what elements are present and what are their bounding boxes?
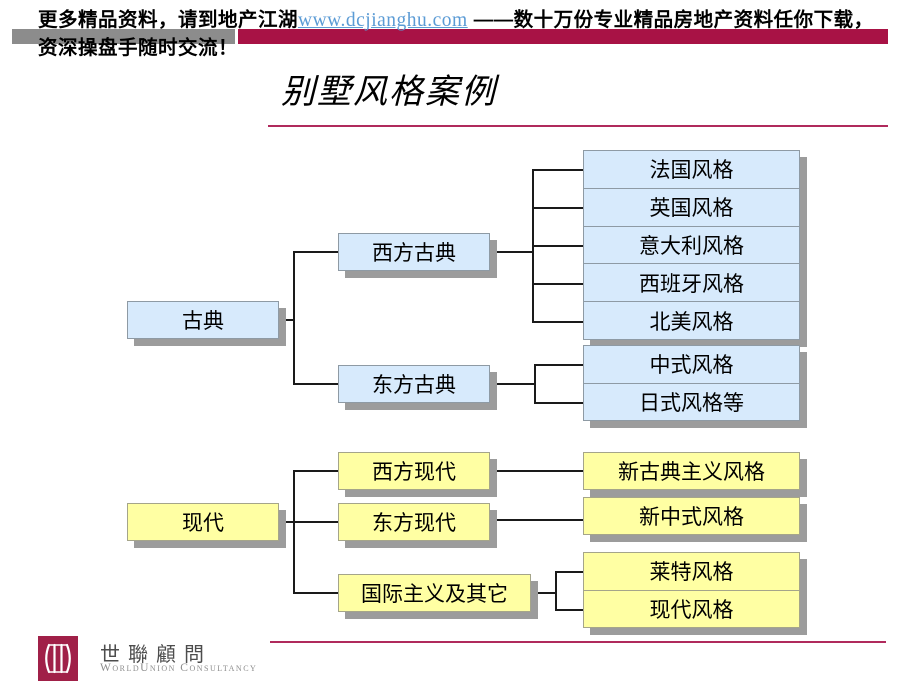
node-modern-style: 现代风格 bbox=[584, 591, 799, 628]
node-label: 东方古典 bbox=[372, 373, 456, 397]
node-label: 意大利风格 bbox=[639, 233, 744, 258]
node-label: 北美风格 bbox=[649, 309, 734, 334]
connector-line bbox=[532, 169, 583, 171]
node-label: 法国风格 bbox=[649, 158, 734, 183]
node-label: 英国风格 bbox=[649, 196, 734, 221]
footer-rule bbox=[270, 641, 886, 643]
node-international: 国际主义及其它 bbox=[338, 574, 531, 612]
connector-line bbox=[555, 571, 557, 610]
node-label: 古典 bbox=[182, 309, 224, 333]
group-east-classical-styles: 中式风格 日式风格等 bbox=[583, 345, 800, 421]
connector-line bbox=[534, 364, 583, 366]
title-rule bbox=[268, 125, 888, 127]
connector-line bbox=[279, 319, 294, 321]
node-modern: 现代 bbox=[127, 503, 279, 541]
node-neo-classical-style: 新古典主义风格 bbox=[583, 452, 800, 490]
connector-line bbox=[531, 592, 555, 594]
website-link[interactable]: www.dcjianghu.com bbox=[298, 10, 468, 31]
header-line1: 更多精品资料，请到地产江湖www.dcjianghu.com ——数十万份专业精… bbox=[38, 3, 874, 32]
group-international-styles: 莱特风格 现代风格 bbox=[583, 552, 800, 628]
connector-line bbox=[555, 571, 583, 573]
node-classical: 古典 bbox=[127, 301, 279, 339]
page-title: 别墅风格案例 bbox=[281, 74, 497, 111]
connector-line bbox=[490, 251, 533, 253]
node-japanese-style: 日式风格等 bbox=[584, 384, 799, 421]
connector-line bbox=[555, 609, 583, 611]
worldunion-logo-icon bbox=[38, 636, 78, 681]
node-french-style: 法国风格 bbox=[584, 151, 799, 189]
node-label: 莱特风格 bbox=[649, 560, 734, 585]
connector-line bbox=[534, 364, 536, 403]
node-label: 西方古典 bbox=[372, 241, 456, 265]
group-west-classical-styles: 法国风格 英国风格 意大利风格 西班牙风格 北美风格 bbox=[583, 150, 800, 340]
logo-text-english: WorldUnion Consultancy bbox=[100, 662, 258, 674]
node-neo-chinese-style: 新中式风格 bbox=[583, 497, 800, 535]
node-label: 西方现代 bbox=[372, 460, 456, 484]
node-label: 国际主义及其它 bbox=[361, 582, 508, 606]
connector-line bbox=[534, 402, 583, 404]
node-west-classical: 西方古典 bbox=[338, 233, 490, 271]
connector-line bbox=[490, 383, 534, 385]
connector-line bbox=[490, 519, 583, 521]
header-line2: 资深操盘手随时交流！ bbox=[38, 37, 239, 59]
header-line1-prefix: 更多精品资料，请到地产江湖 bbox=[38, 9, 299, 31]
connector-line bbox=[293, 592, 338, 594]
connector-line bbox=[293, 470, 295, 593]
node-label: 中式风格 bbox=[649, 353, 734, 378]
node-east-classical: 东方古典 bbox=[338, 365, 490, 403]
node-label: 现代风格 bbox=[649, 597, 734, 622]
node-italian-style: 意大利风格 bbox=[584, 227, 799, 265]
header-bar-crimson bbox=[238, 29, 888, 44]
connector-line bbox=[293, 251, 338, 253]
node-label: 西班牙风格 bbox=[639, 271, 744, 296]
node-label: 日式风格等 bbox=[639, 390, 744, 415]
connector-line bbox=[532, 245, 583, 247]
node-english-style: 英国风格 bbox=[584, 189, 799, 227]
node-spanish-style: 西班牙风格 bbox=[584, 264, 799, 303]
node-label: 新古典主义风格 bbox=[618, 460, 765, 484]
logo-text-chinese: 世聯顧問 bbox=[100, 644, 212, 666]
node-east-modern: 东方现代 bbox=[338, 503, 490, 541]
connector-line bbox=[532, 283, 583, 285]
node-chinese-style: 中式风格 bbox=[584, 346, 799, 384]
lantern-glyph-icon bbox=[45, 643, 71, 674]
node-wright-style: 莱特风格 bbox=[584, 553, 799, 591]
connector-line bbox=[532, 321, 583, 323]
connector-line bbox=[293, 470, 338, 472]
connector-line bbox=[490, 470, 583, 472]
connector-line bbox=[279, 521, 294, 523]
connector-line bbox=[293, 251, 295, 385]
node-west-modern: 西方现代 bbox=[338, 452, 490, 490]
header-line1-suffix: ——数十万份专业精品房地产资料任你下载， bbox=[467, 9, 874, 31]
connector-line bbox=[532, 207, 583, 209]
node-label: 现代 bbox=[182, 511, 224, 535]
node-label: 东方现代 bbox=[372, 511, 456, 535]
connector-line bbox=[293, 383, 338, 385]
node-label: 新中式风格 bbox=[639, 505, 744, 529]
header-bar-gray bbox=[12, 29, 235, 44]
node-north-american-style: 北美风格 bbox=[584, 302, 799, 339]
connector-line bbox=[293, 521, 338, 523]
